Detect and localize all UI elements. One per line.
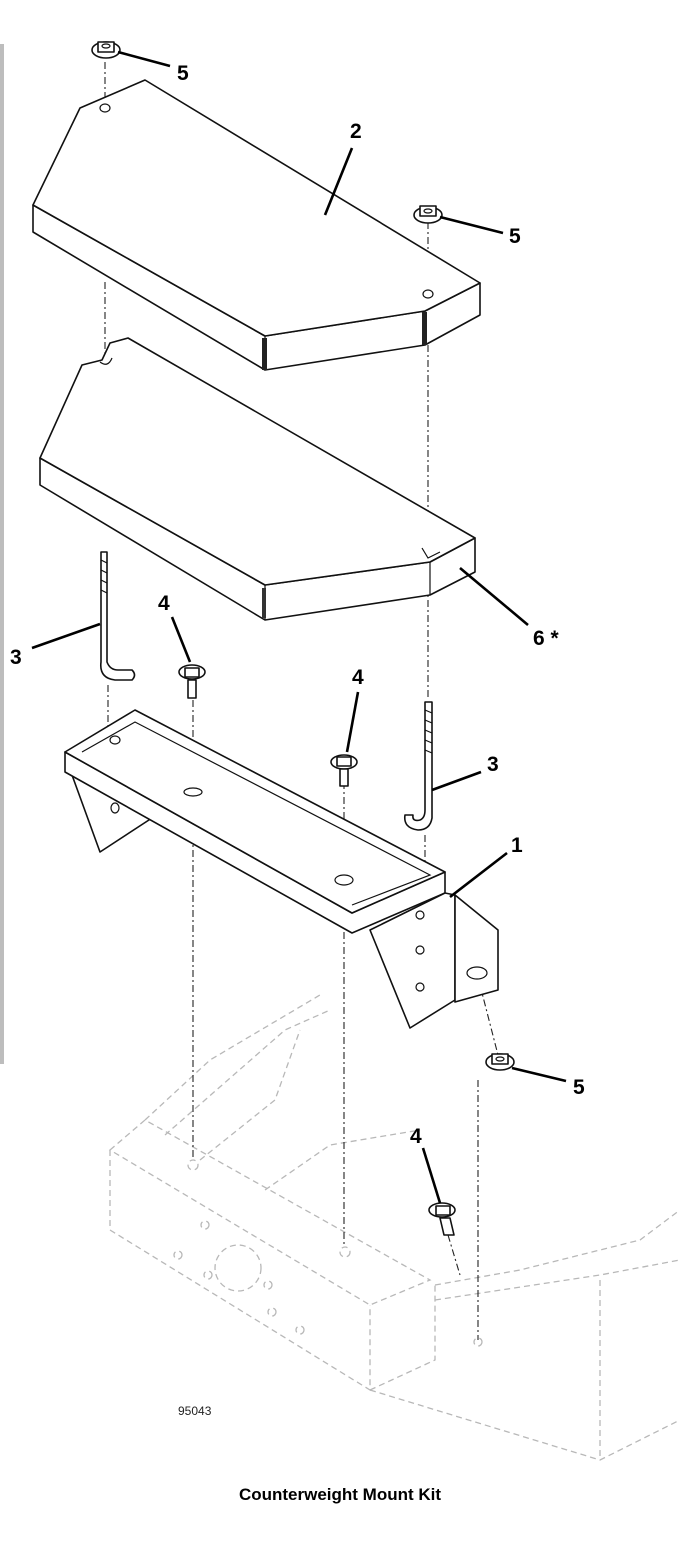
counterweight-bottom	[39, 337, 476, 621]
callout-3-left: 3	[10, 646, 22, 669]
counterweight-top	[32, 79, 481, 371]
mount-bracket	[64, 709, 499, 1029]
callout-labels: 5 2 5 3 4 6 * 4 3 1 5 4	[10, 62, 585, 1148]
callout-3-right: 3	[487, 753, 499, 776]
j-bolt-left	[99, 551, 136, 681]
callout-4-middle: 4	[352, 666, 364, 689]
page-edge-bar	[0, 44, 4, 1064]
callout-4-upper: 4	[158, 592, 170, 615]
figure-caption: Counterweight Mount Kit	[238, 1485, 442, 1504]
flange-nut-a	[91, 41, 121, 59]
callout-leaders	[31, 50, 567, 1204]
callout-6: 6 *	[533, 627, 560, 650]
callout-5-top-right: 5	[509, 225, 521, 248]
flange-bolt-a	[178, 664, 206, 699]
callout-1: 1	[511, 834, 523, 857]
callout-4-lower: 4	[410, 1125, 422, 1148]
flange-nut-b	[413, 205, 443, 224]
callout-5-bottom: 5	[573, 1076, 585, 1099]
flange-nut-c	[485, 1053, 515, 1071]
flange-bolt-c	[428, 1202, 456, 1236]
figure-number: 95043	[178, 1404, 212, 1418]
mower-frame-outline	[108, 994, 680, 1461]
j-bolt-right	[403, 701, 433, 831]
exploded-parts-diagram: 5 2 5 3 4 6 * 4 3 1 5 4 95043	[10, 41, 680, 1461]
flange-bolt-b	[330, 754, 358, 787]
callout-2: 2	[350, 120, 362, 143]
callout-5-top-left: 5	[177, 62, 189, 85]
